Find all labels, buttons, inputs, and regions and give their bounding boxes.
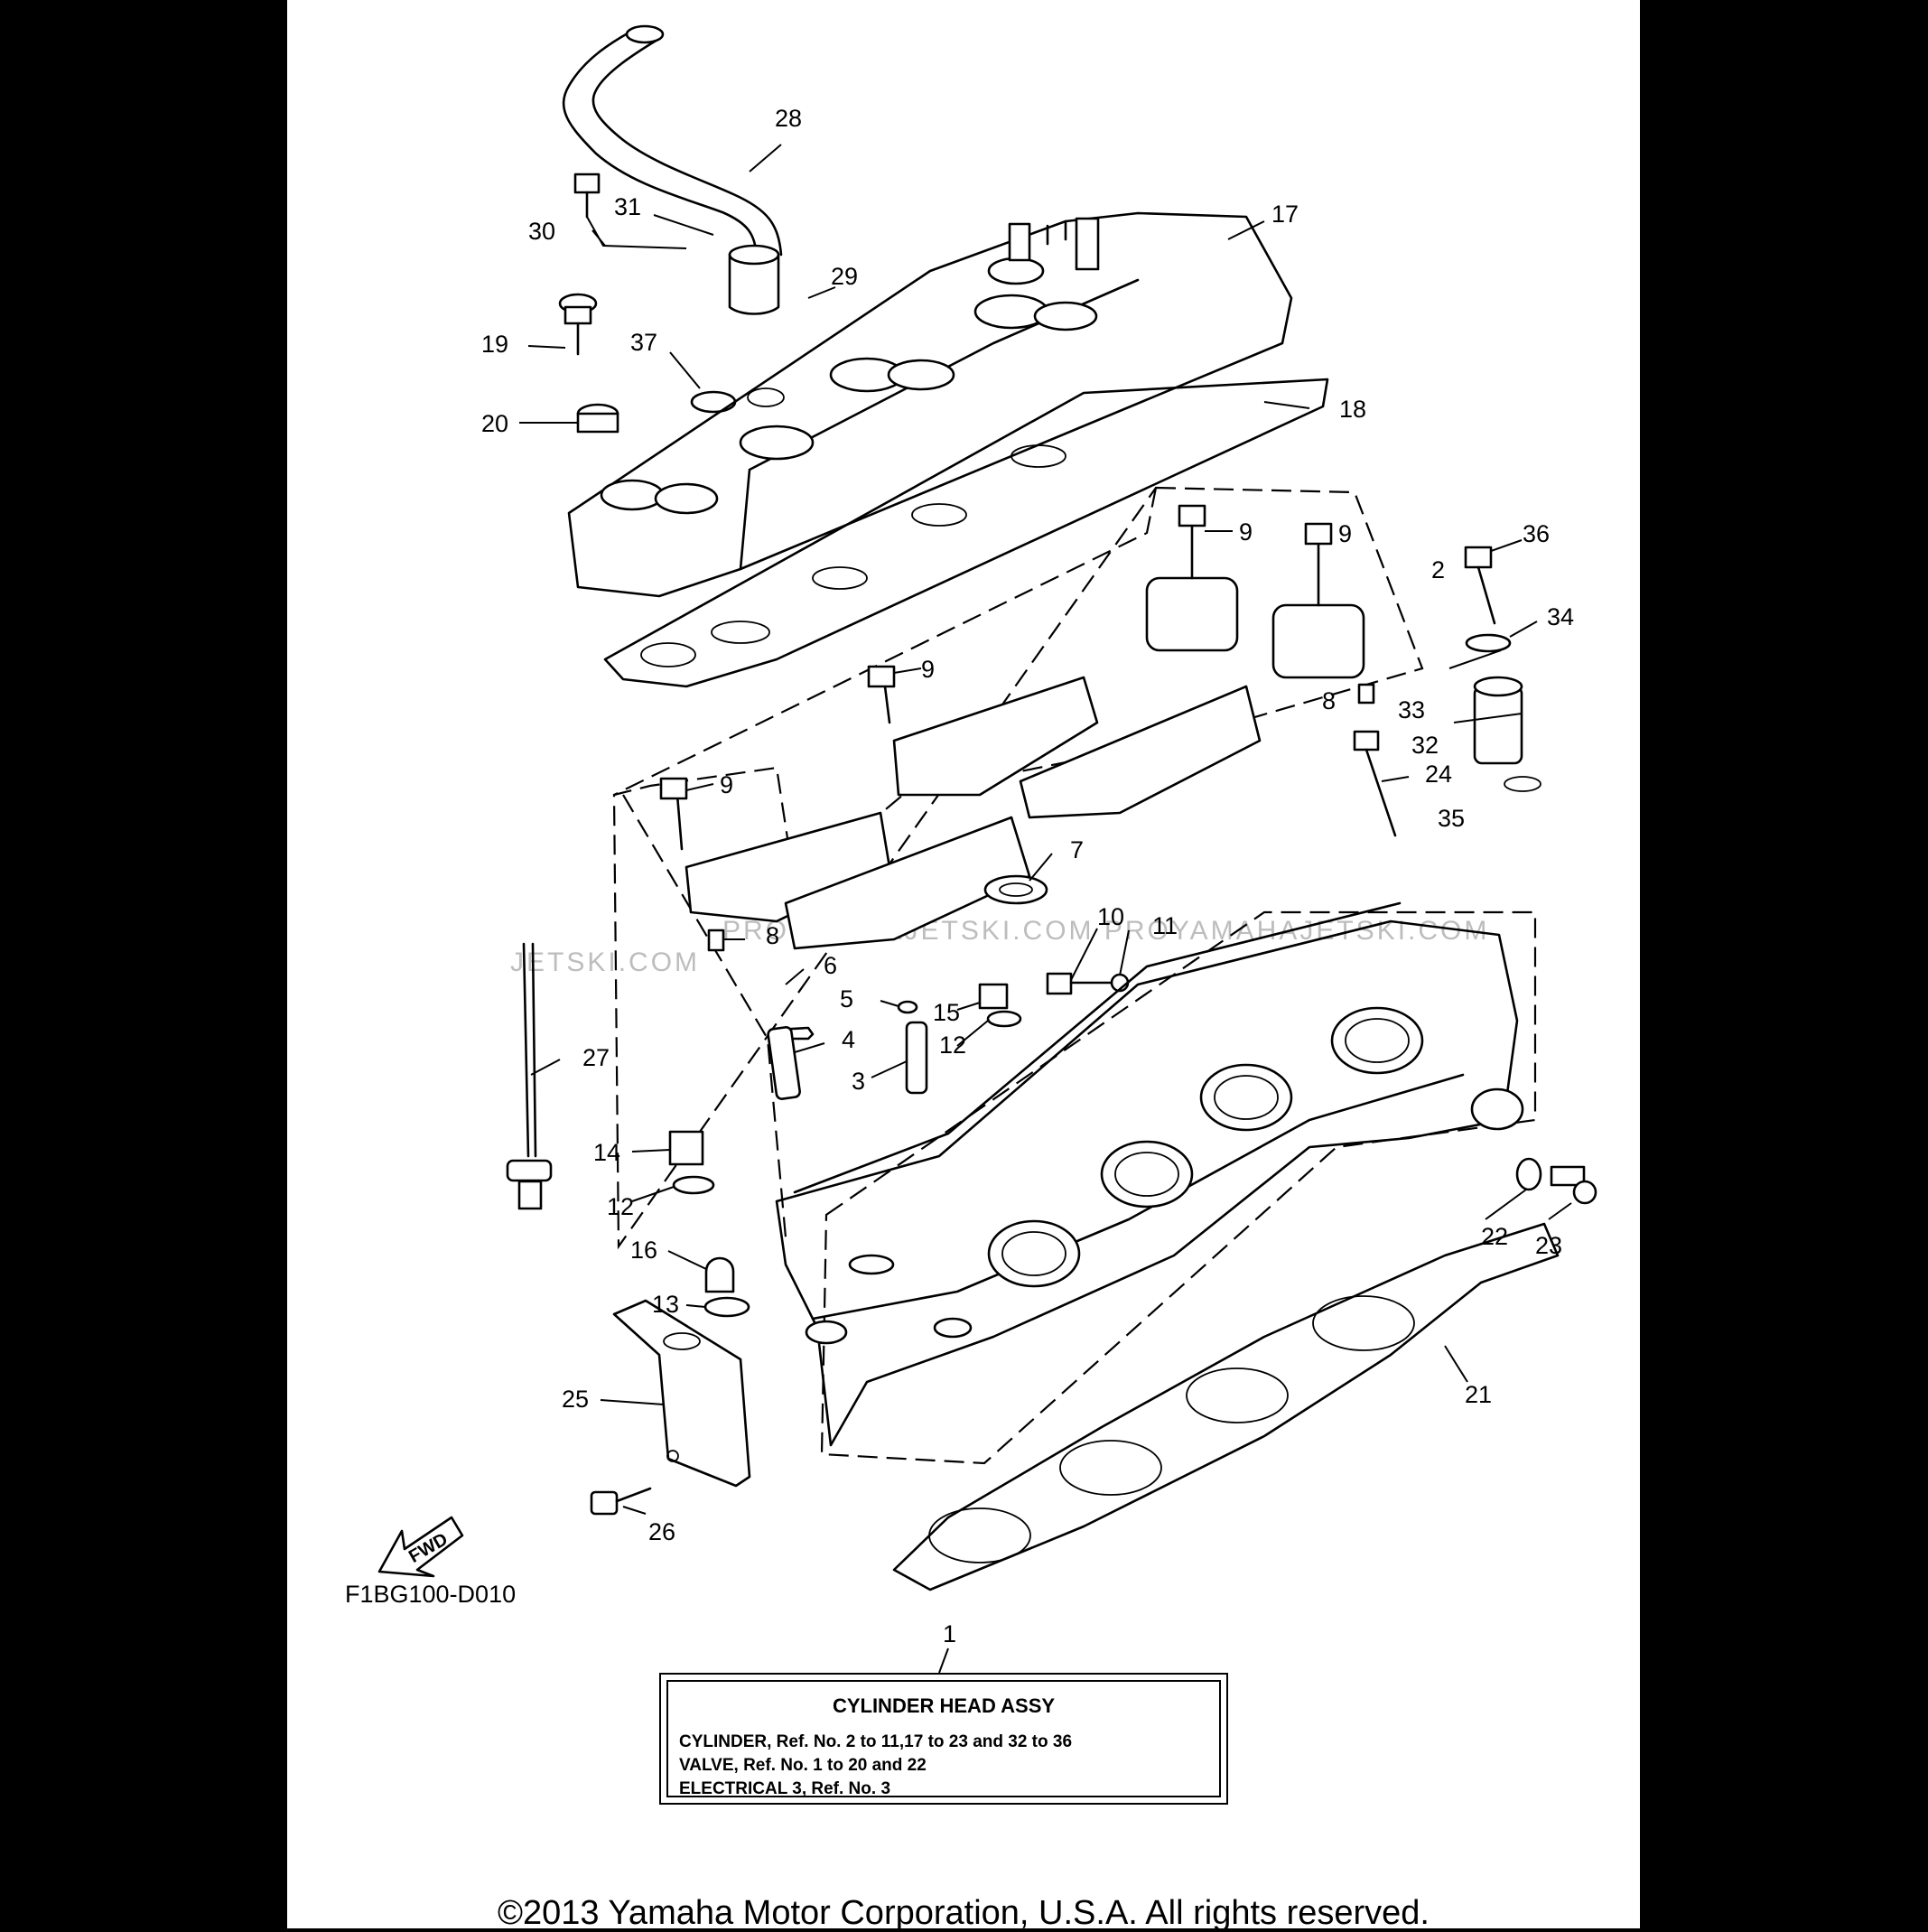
callout-9d: 9 (720, 771, 733, 798)
intake-port-4 (1330, 1006, 1424, 1075)
watermark-left: JETSKI.COM (510, 947, 700, 977)
callout-4: 4 (842, 1026, 855, 1053)
valve-guide-3 (905, 1021, 928, 1095)
callout-32: 32 (1411, 732, 1439, 759)
callout-31: 31 (614, 193, 641, 220)
cylinder-head-cover (567, 211, 1293, 598)
camshaft-cap-lower (784, 816, 1031, 950)
washer-12a (986, 1010, 1022, 1028)
breather-hose (562, 24, 785, 407)
bolt-19 (558, 293, 598, 356)
bolt-10 (1046, 972, 1113, 995)
washer-12b (672, 1175, 715, 1195)
callout-30: 30 (528, 218, 555, 245)
callout-33: 33 (1398, 696, 1425, 723)
callout-10: 10 (1097, 903, 1124, 930)
callout-15: 15 (933, 999, 960, 1026)
callout-20: 20 (481, 410, 508, 437)
reference-box: CYLINDER HEAD ASSY CYLINDER, Ref. No. 2 … (659, 1673, 1228, 1805)
callout-9a: 9 (1239, 518, 1253, 546)
nut-14 (668, 1130, 704, 1166)
bracket-25 (612, 1299, 751, 1488)
valve-guide-4 (767, 1026, 801, 1100)
callout-26: 26 (648, 1518, 675, 1545)
copyright-notice: ©2013 Yamaha Motor Corporation, U.S.A. A… (498, 1894, 1430, 1932)
callout-18: 18 (1339, 396, 1366, 423)
callout-6: 6 (824, 952, 837, 979)
callout-12b: 12 (607, 1193, 634, 1220)
dowel-pin-8a (1357, 683, 1375, 705)
callout-3: 3 (852, 1068, 865, 1095)
reference-title: CYLINDER HEAD ASSY (832, 1694, 1056, 1717)
callout-5: 5 (840, 985, 853, 1013)
callout-12a: 12 (939, 1031, 966, 1059)
head-cover-gasket (603, 378, 1329, 688)
callout-37: 37 (630, 329, 657, 356)
callout-1: 1 (943, 1620, 956, 1647)
camshaft-cap-group-outline (612, 486, 1424, 1250)
cylinder-head-gasket (892, 1222, 1560, 1591)
camshaft-cap-9b (1271, 522, 1365, 679)
callout-8a: 8 (1322, 687, 1336, 714)
callout-22: 22 (1481, 1223, 1508, 1250)
callout-17: 17 (1271, 201, 1299, 228)
bolt-24 (1353, 730, 1397, 837)
reference-line-valve: VALVE, Ref. No. 1 to 20 and 22 (679, 1756, 927, 1775)
callout-14: 14 (593, 1139, 620, 1166)
grommet-20 (576, 403, 619, 434)
reference-line-electrical: ELECTRICAL 3, Ref. No. 3 (679, 1779, 891, 1798)
callout-23: 23 (1535, 1232, 1562, 1259)
leader-lines (519, 144, 1572, 1674)
intake-port-3 (1199, 1063, 1293, 1132)
circlip-5 (897, 1000, 918, 1014)
washer-33 (1465, 633, 1512, 653)
callout-11: 11 (1152, 912, 1178, 939)
nut-15 (978, 983, 1009, 1010)
bolt-30 (573, 173, 687, 249)
fwd-arrow: FWD (377, 1516, 464, 1578)
callout-27: 27 (582, 1044, 610, 1071)
diagram-code: F1BG100-D010 (345, 1581, 516, 1608)
callout-24: 24 (1425, 761, 1452, 788)
callout-2: 2 (1431, 556, 1445, 583)
cap-nut-16 (704, 1256, 735, 1293)
callout-9b: 9 (1338, 520, 1352, 547)
callout-19: 19 (481, 331, 508, 358)
cylinder-head (775, 901, 1524, 1447)
sleeve-32 (1473, 676, 1523, 765)
gasket-22 (1515, 1157, 1542, 1191)
dowel-pin-8b (707, 929, 725, 952)
callout-9c: 9 (921, 656, 935, 683)
callout-35: 35 (1438, 805, 1465, 832)
bolt-26 (590, 1487, 652, 1516)
callout-29: 29 (831, 263, 858, 290)
callout-16: 16 (630, 1237, 657, 1264)
callout-36: 36 (1523, 520, 1550, 547)
callout-8b: 8 (766, 922, 779, 949)
callout-13: 13 (652, 1291, 679, 1318)
plug-37 (690, 390, 737, 414)
intake-port-1 (987, 1219, 1081, 1288)
camshaft-cap-9c (867, 665, 1099, 797)
o-ring-35 (1504, 776, 1541, 792)
washer-13 (703, 1296, 750, 1318)
callout-7: 7 (1070, 836, 1084, 863)
dipstick-27 (506, 942, 553, 1210)
diagram-sheet (287, 0, 1640, 1928)
callout-21: 21 (1465, 1381, 1492, 1408)
camshaft-cap-right (1019, 685, 1262, 819)
bolt-36 (1464, 546, 1496, 625)
oil-seal-7 (983, 874, 1048, 905)
callout-34: 34 (1547, 603, 1574, 630)
reference-box-inner: CYLINDER HEAD ASSY CYLINDER, Ref. No. 2 … (666, 1680, 1221, 1798)
plug-bolt-23 (1550, 1165, 1597, 1205)
camshaft-cap-9a (1145, 504, 1239, 652)
intake-port-2 (1100, 1140, 1194, 1209)
callout-25: 25 (562, 1386, 589, 1413)
callout-28: 28 (775, 105, 802, 132)
reference-line-cylinder: CYLINDER, Ref. No. 2 to 11,17 to 23 and … (679, 1732, 1073, 1751)
